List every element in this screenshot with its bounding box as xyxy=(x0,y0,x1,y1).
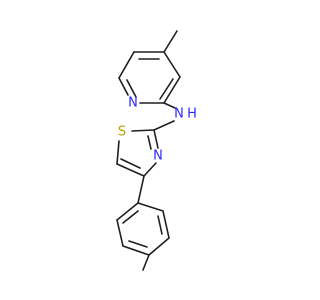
bond-tol-c1-c2-inner xyxy=(122,210,139,224)
atom-label-amine-n: N xyxy=(174,107,184,122)
pyridine-ring xyxy=(118,51,181,104)
bond-tol-c3-c4-inner xyxy=(128,240,148,248)
bond-tol-c5-c6-inner xyxy=(157,215,163,235)
tolyl-ring xyxy=(116,202,170,256)
bond-thz-s1-c2 xyxy=(131,129,155,132)
bond-thz-n3-c4 xyxy=(143,162,157,177)
bond-thz-c4-c5 xyxy=(116,163,145,177)
bond-pyr-c3-c2-inner xyxy=(159,78,174,100)
bond-nh-thz-c2 xyxy=(153,120,175,131)
atom-label-thiazole-s: S xyxy=(118,125,126,140)
bond-methyl-tolyl xyxy=(142,254,150,271)
atom-label-amine-h: H xyxy=(187,107,197,122)
bond-thz-c4-c5-inner xyxy=(120,158,141,169)
bond-tol-c5-c6 xyxy=(162,210,170,239)
bond-pyr-c6-c5 xyxy=(118,51,135,79)
atom-label-pyridine-n: N xyxy=(128,96,138,111)
bond-tol-c6-c1 xyxy=(137,202,164,212)
bond-tol-c1-c2 xyxy=(116,202,139,221)
bond-thz-c5-s1 xyxy=(116,140,120,165)
atom-label-thiazole-n: N xyxy=(153,149,163,164)
bond-thz-c4-tolyl xyxy=(137,175,145,204)
bond-thz-c2-n3-inner xyxy=(147,135,152,150)
bond-pyr-c4-c3 xyxy=(163,51,181,78)
bond-pyr-n1-c6 xyxy=(118,77,129,96)
molecule-structure-diagram: N N H S N xyxy=(116,30,197,271)
thiazole-ring xyxy=(116,129,159,177)
bond-pyr-c3-c2 xyxy=(163,76,181,104)
bond-pyr-n1-c6-inner xyxy=(126,79,137,98)
bond-methyl-pyridine xyxy=(163,30,178,53)
bond-thz-c2-n3 xyxy=(153,129,159,149)
bond-pyr-c2-nh xyxy=(163,102,176,109)
bond-tol-c2-c3 xyxy=(116,219,124,247)
bond-tol-c3-c4 xyxy=(122,245,150,256)
bond-tol-c4-c5 xyxy=(148,237,170,256)
